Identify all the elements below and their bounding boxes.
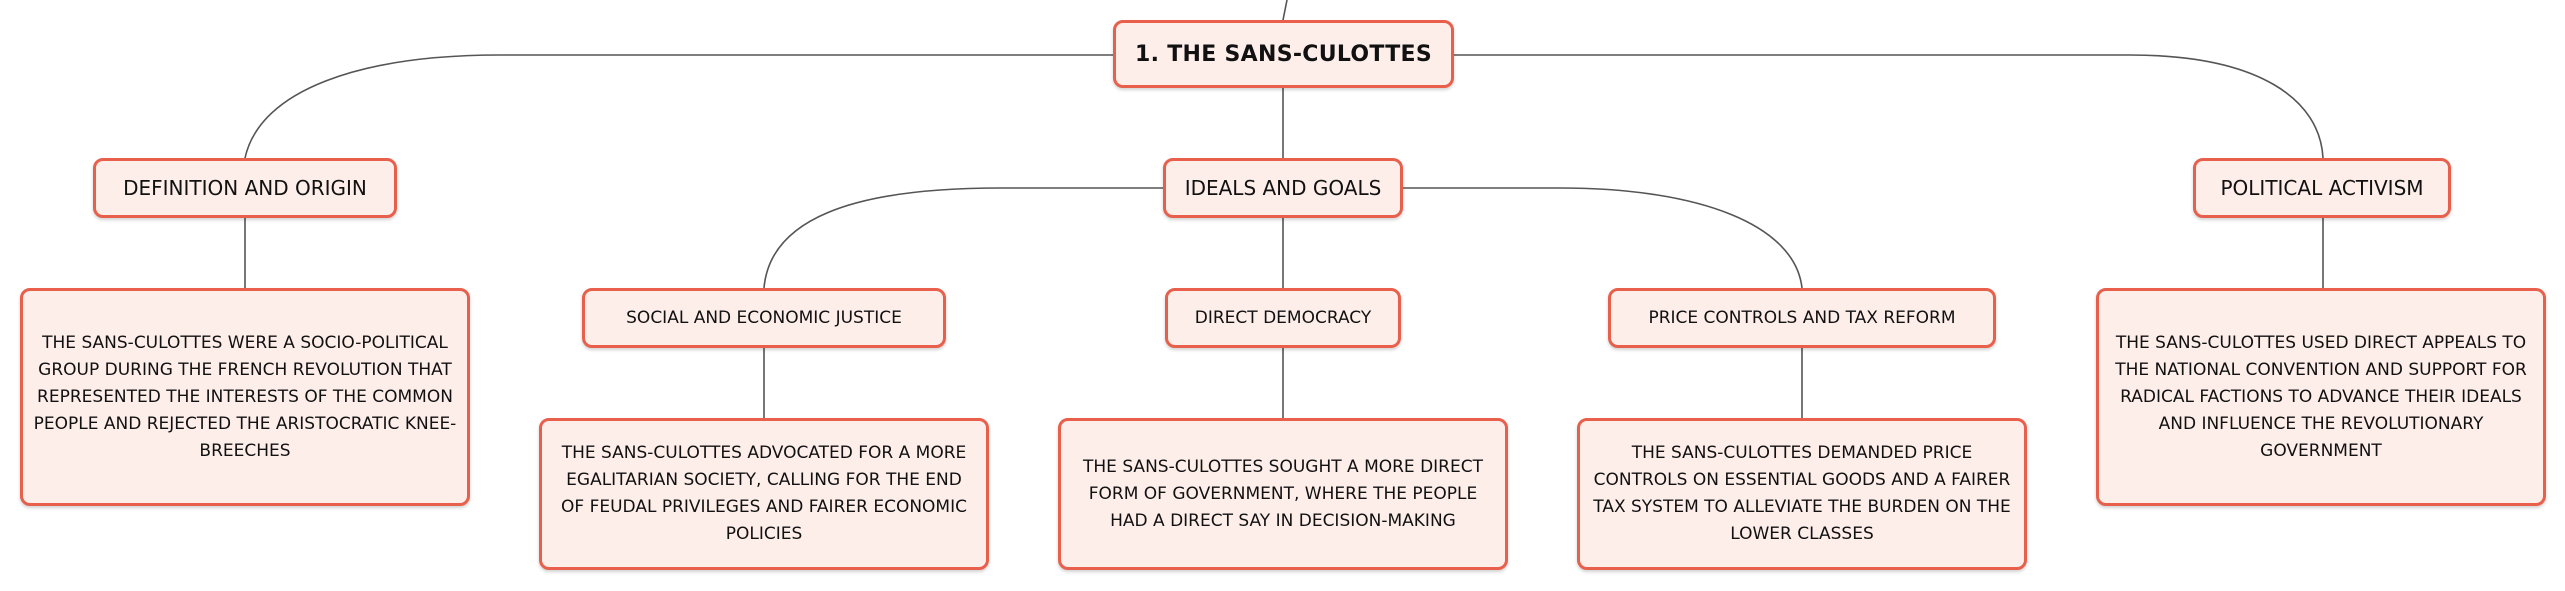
- connector-root-activism: [1453, 54, 2324, 159]
- connector-ideals-price: [1403, 187, 1803, 289]
- detail-social-and-economic-justice[interactable]: THE SANS-CULOTTES ADVOCATED FOR A MORE E…: [539, 418, 989, 570]
- detail-price-controls-and-tax-reform[interactable]: THE SANS-CULOTTES DEMANDED PRICE CONTROL…: [1577, 418, 2027, 570]
- topic-social-and-economic-justice[interactable]: SOCIAL AND ECONOMIC JUSTICE: [582, 288, 946, 348]
- detail-direct-democracy[interactable]: THE SANS-CULOTTES SOUGHT A MORE DIRECT F…: [1058, 418, 1508, 570]
- connector-ideals-justice: [763, 187, 1163, 289]
- topic-political-activism[interactable]: POLITICAL ACTIVISM: [2193, 158, 2451, 218]
- topic-direct-democracy[interactable]: DIRECT DEMOCRACY: [1165, 288, 1401, 348]
- topic-ideals-and-goals[interactable]: IDEALS AND GOALS: [1163, 158, 1403, 218]
- topic-price-controls-and-tax-reform[interactable]: PRICE CONTROLS AND TAX REFORM: [1608, 288, 1996, 348]
- connector-parent-stub: [1282, 0, 1288, 21]
- detail-definition-and-origin[interactable]: THE SANS-CULOTTES WERE A SOCIO-POLITICAL…: [20, 288, 470, 506]
- detail-political-activism[interactable]: THE SANS-CULOTTES USED DIRECT APPEALS TO…: [2096, 288, 2546, 506]
- connector-root-definition: [244, 54, 1113, 159]
- topic-definition-and-origin[interactable]: DEFINITION AND ORIGIN: [93, 158, 397, 218]
- root-topic[interactable]: 1. THE SANS-CULOTTES: [1113, 20, 1454, 88]
